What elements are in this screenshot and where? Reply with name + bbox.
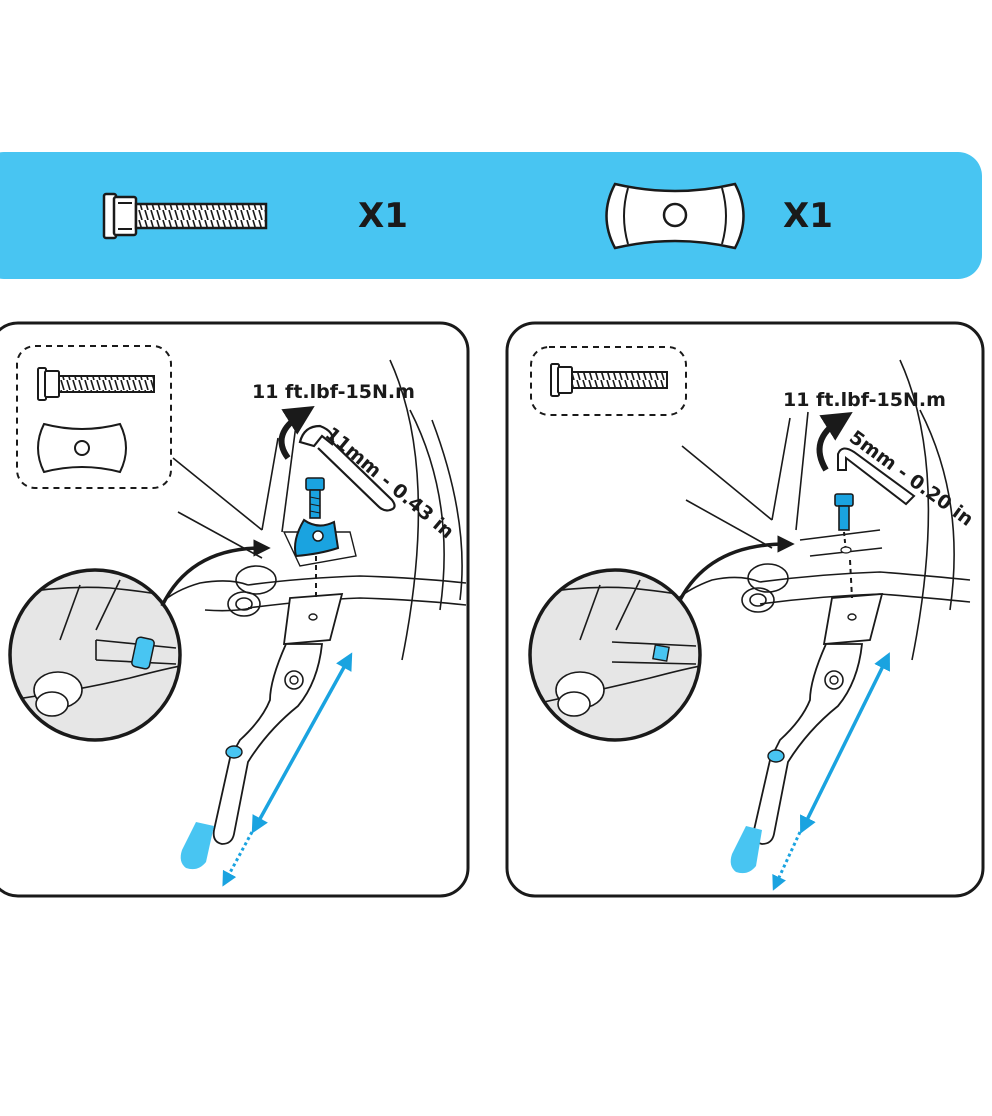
parts-bar: [0, 152, 982, 279]
parts-legend: [530, 346, 687, 416]
torque-arrow: [278, 406, 315, 460]
length-adjust-arrows: [772, 652, 890, 891]
torque-label: 11 ft.lbf-15N.m: [783, 389, 946, 411]
bolt-icon: [550, 363, 668, 397]
zoom-detail: [8, 568, 182, 742]
bike-frame: [675, 359, 971, 661]
bike-frame: [159, 359, 467, 661]
panel-step-2: 11 ft.lbf-15N.m 5mm - 0.20 in: [505, 321, 985, 898]
callout-arrow: [678, 535, 795, 601]
bolt-icon: [37, 367, 155, 401]
plate-icon: [605, 182, 745, 250]
plate-quantity: X1: [783, 196, 833, 236]
parts-legend: [16, 345, 172, 489]
panel-step-1: 11 ft.lbf-15N.m 11mm - 0.43 in: [0, 321, 470, 898]
hex-key-icon: [837, 447, 916, 506]
mounting-bolt: [305, 477, 325, 519]
zoom-detail: [528, 568, 702, 742]
bolt-icon: [102, 192, 268, 240]
callout-arrow: [160, 539, 271, 607]
plate-icon: [37, 422, 127, 474]
length-adjust-arrows: [222, 652, 353, 887]
bolt-quantity: X1: [358, 196, 408, 236]
torque-arrow: [816, 412, 853, 472]
mounting-bolt: [834, 493, 854, 554]
torque-label: 11 ft.lbf-15N.m: [252, 381, 415, 403]
